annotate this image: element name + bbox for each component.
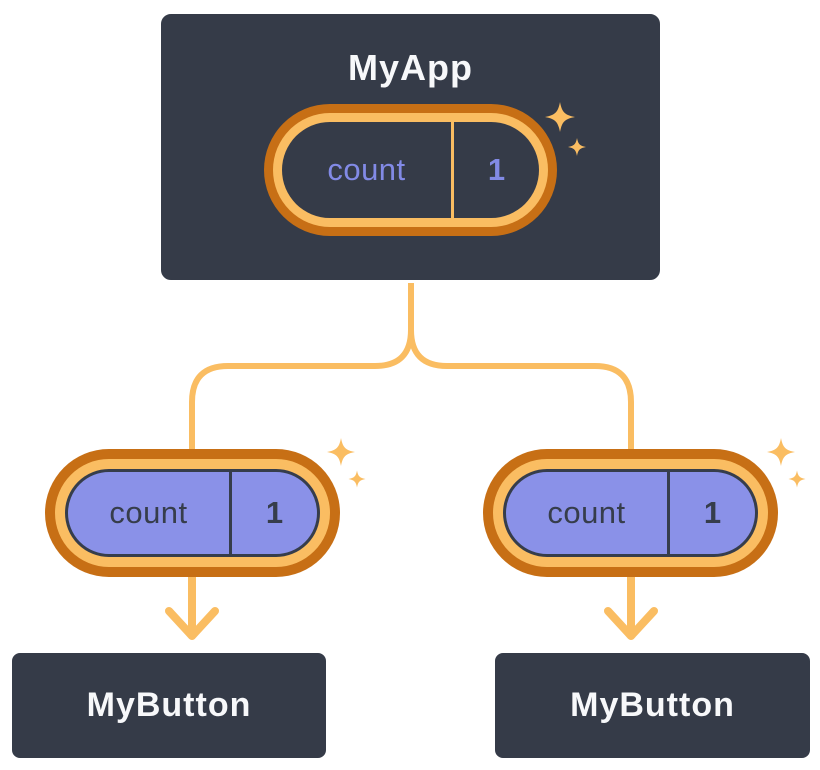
state-pill-right: count 1: [483, 449, 778, 577]
state-name: count: [547, 495, 626, 530]
node-mybutton-right: MyButton: [492, 650, 813, 761]
sparkle-icon: [348, 470, 366, 488]
node-mybutton-left: MyButton: [9, 650, 329, 761]
state-pill-root: count 1: [264, 104, 557, 237]
branch-line-left: [189, 283, 414, 452]
node-myapp: MyApp count 1: [158, 11, 663, 283]
node-title: MyButton: [570, 686, 735, 725]
node-title: MyButton: [86, 686, 252, 725]
arrow-right: [604, 572, 658, 640]
state-value: 1: [229, 472, 317, 554]
state-value: 1: [451, 122, 539, 219]
arrow-left: [165, 572, 219, 640]
state-name: count: [109, 495, 188, 530]
state-name: count: [327, 152, 406, 188]
node-title: MyApp: [348, 47, 473, 88]
state-value: 1: [667, 472, 755, 554]
state-pill-left: count 1: [45, 449, 340, 577]
sparkle-icon: [788, 470, 806, 488]
sparkle-icon: [767, 438, 795, 466]
sparkle-icon: [327, 438, 355, 466]
branch-line-right: [408, 283, 634, 452]
